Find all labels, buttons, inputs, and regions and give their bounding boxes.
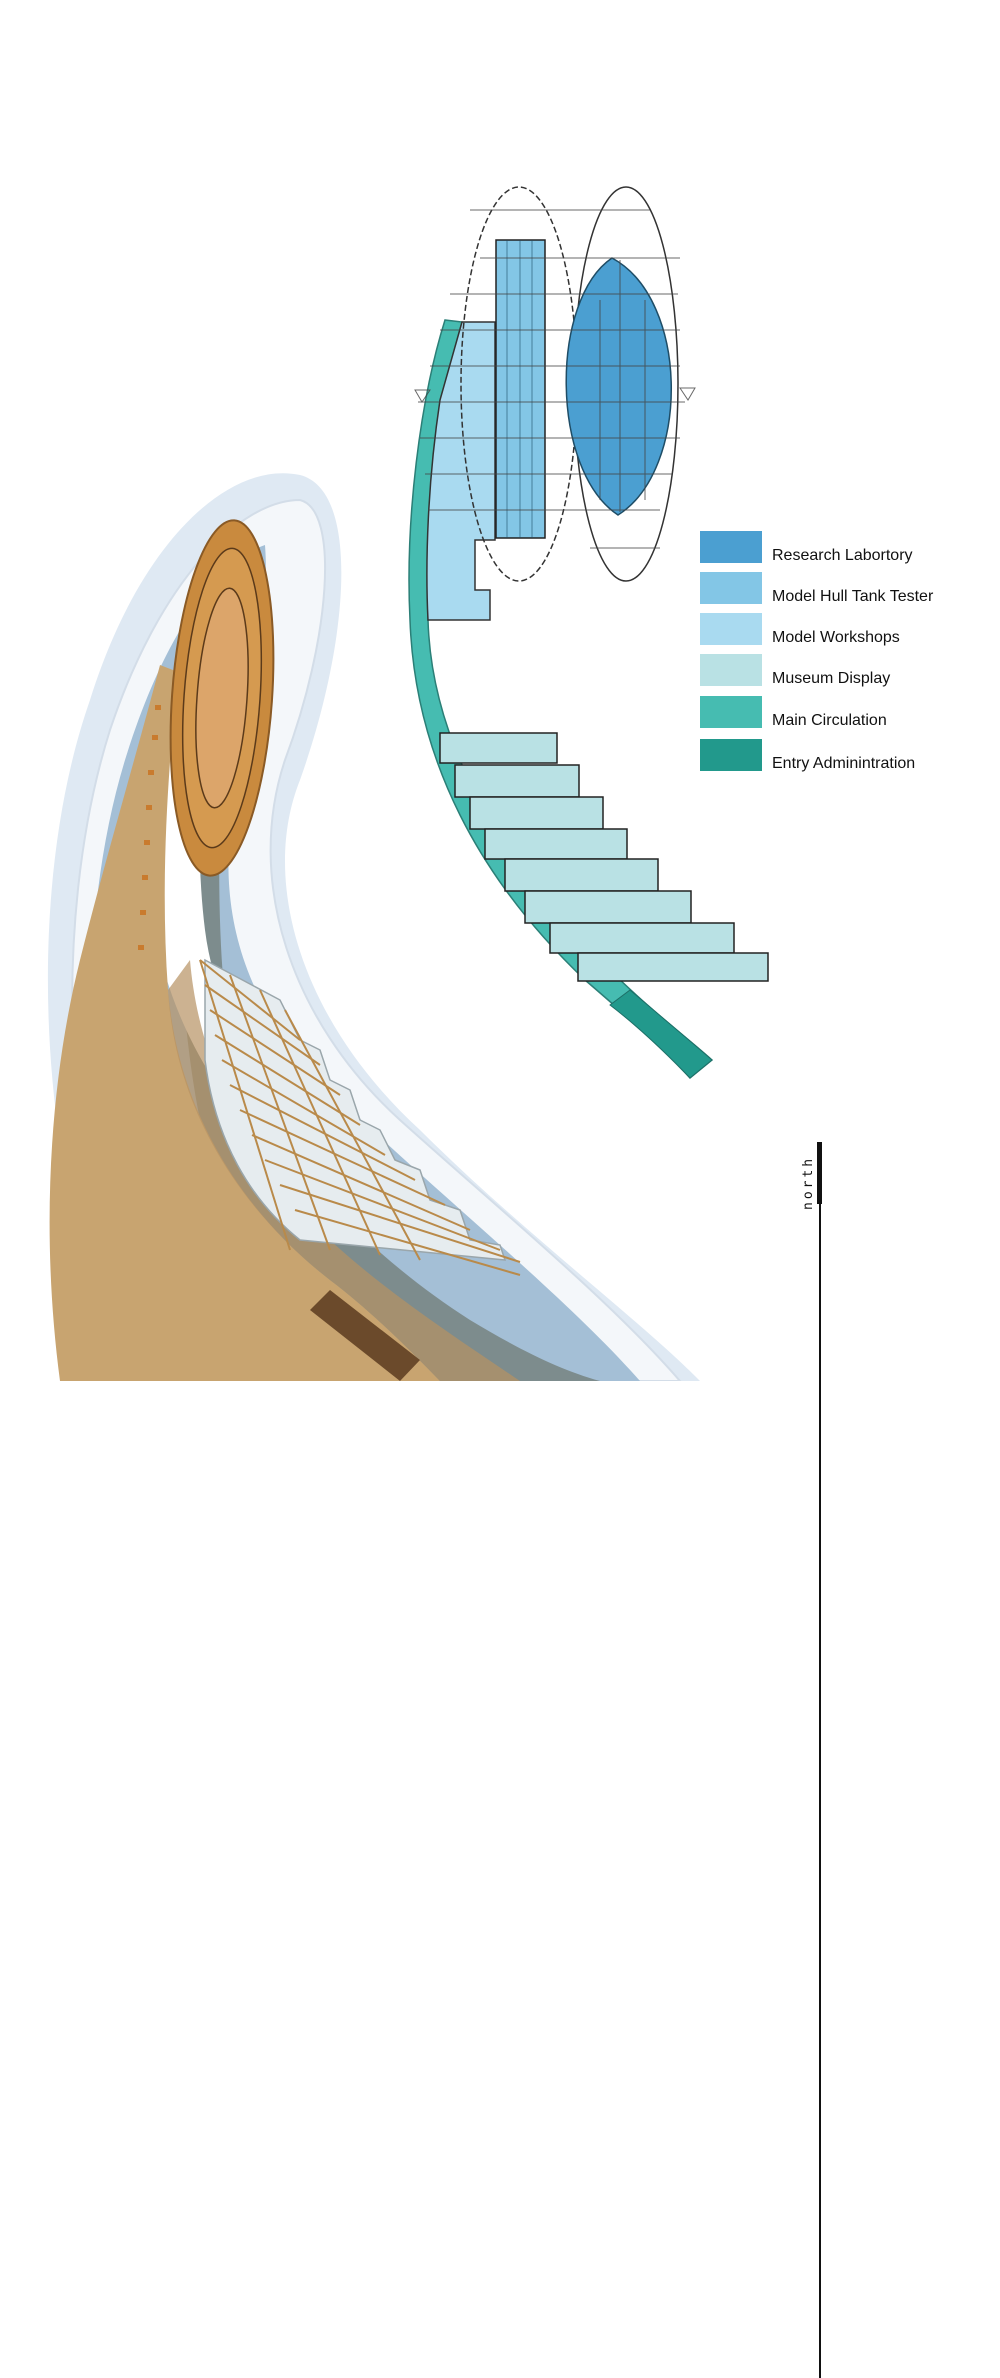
- north-label: north: [801, 1155, 816, 1210]
- legend-swatch: [700, 654, 762, 686]
- plan-drawing: [408, 186, 769, 1080]
- model-workshops-block: [426, 321, 496, 621]
- model-wood-base-inner: [168, 960, 520, 1381]
- north-indicator: north: [797, 1140, 827, 2378]
- legend-item-research-laboratory: Research Labortory: [700, 531, 990, 564]
- legend-swatch: [700, 613, 762, 645]
- physical-model: [47, 473, 701, 1381]
- legend-label: Main Circulation: [772, 712, 887, 729]
- legend-swatch: [700, 739, 762, 771]
- research-laboratory-lens: [565, 257, 672, 516]
- site-diagram: [47, 186, 769, 1381]
- north-line: [819, 1142, 821, 2378]
- entry-administration-tail: [609, 989, 713, 1079]
- legend-label: Museum Display: [772, 670, 891, 687]
- legend-label: Model Workshops: [772, 629, 900, 646]
- north-bar: [817, 1142, 822, 1204]
- legend-label: Model Hull Tank Tester: [772, 588, 934, 605]
- legend-swatch: [700, 531, 762, 563]
- legend-label: Entry Adminintration: [772, 755, 916, 772]
- legend-item-main-circulation: Main Circulation: [700, 696, 990, 729]
- museum-display-steps: [439, 732, 769, 982]
- legend-swatch: [700, 572, 762, 604]
- legend-item-entry-administration: Entry Adminintration: [700, 739, 990, 772]
- legend-item-museum-display: Museum Display: [700, 654, 990, 687]
- legend-swatch: [700, 696, 762, 728]
- legend-item-model-hull-tank-tester: Model Hull Tank Tester: [700, 572, 990, 605]
- model-lattice: [199, 959, 521, 1276]
- plan-construction-lines: [414, 209, 696, 549]
- legend-label: Research Labortory: [772, 547, 913, 564]
- model-timber-strip: [310, 1290, 420, 1381]
- legend-item-model-workshops: Model Workshops: [700, 613, 990, 646]
